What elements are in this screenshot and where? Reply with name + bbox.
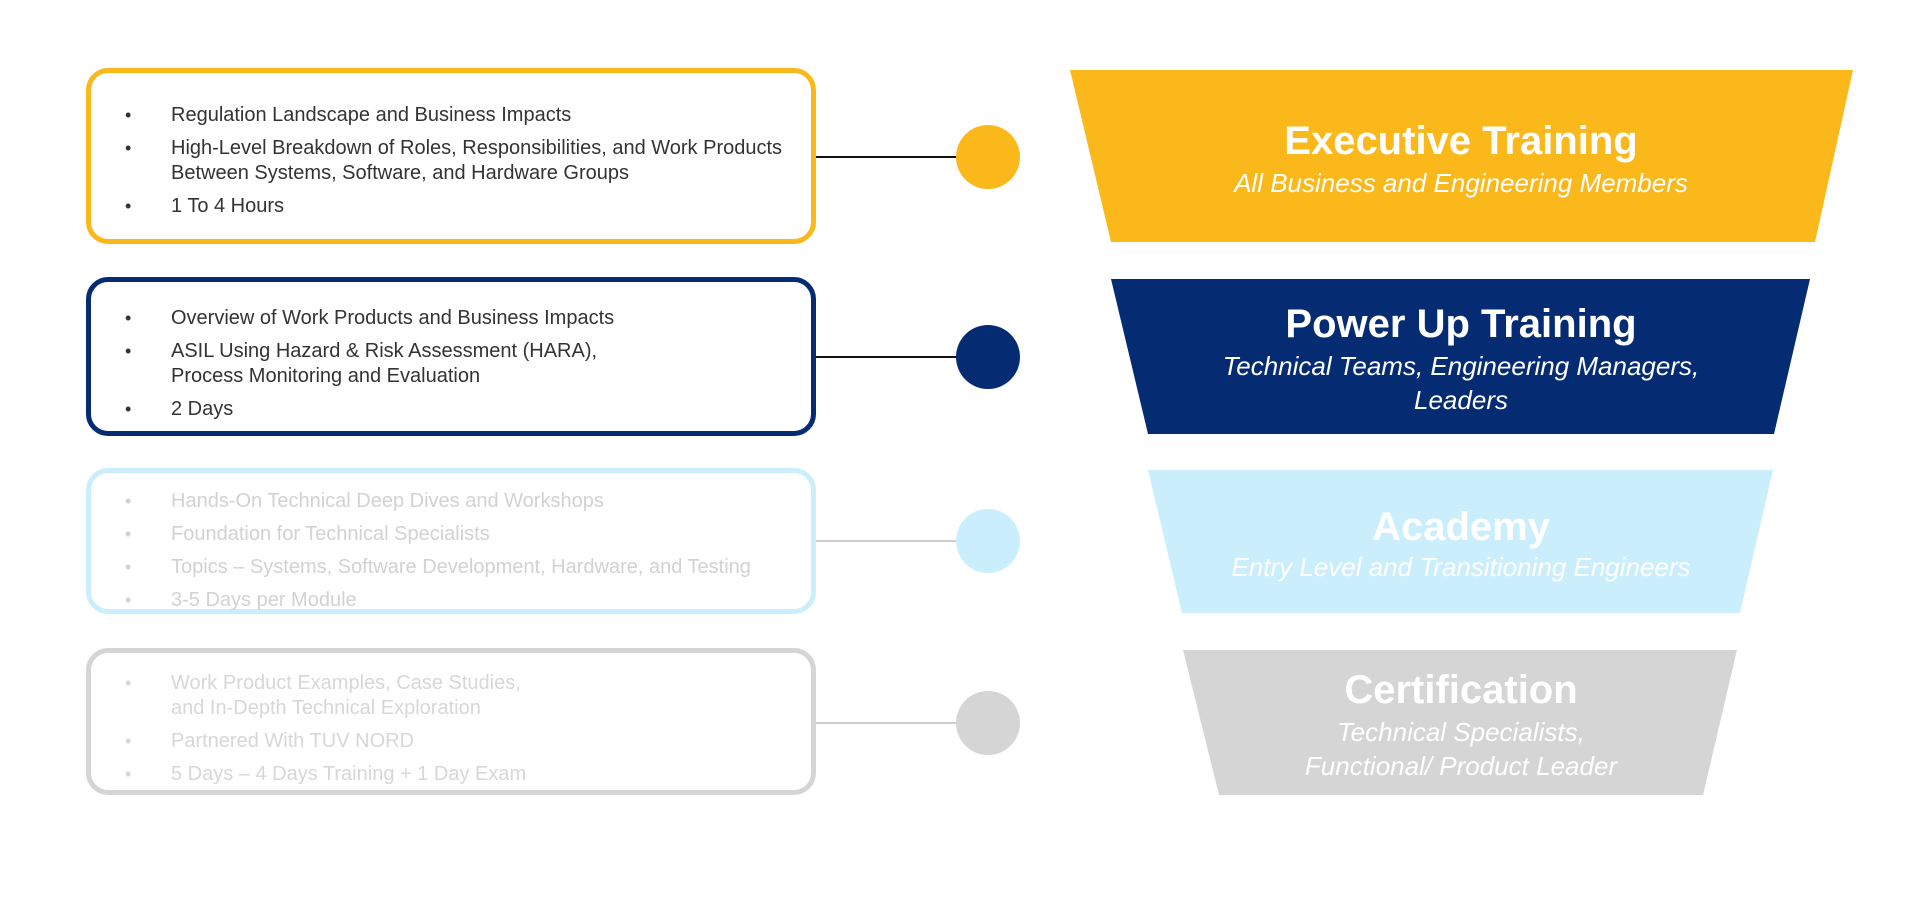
list-item: • 3-5 Days per Module	[91, 588, 791, 613]
bullet-icon: •	[125, 524, 132, 544]
bullet-icon: •	[125, 491, 132, 511]
tier-subtitle-executive: All Business and Engineering Members	[1232, 168, 1688, 198]
list-item-text: 2 Days	[171, 398, 234, 420]
list-item-text: Regulation Landscape and Business Impact…	[171, 104, 572, 126]
bullet-icon: •	[125, 308, 132, 328]
list-item-text: 1 To 4 Hours	[171, 195, 285, 217]
bullet-icon: •	[125, 731, 132, 751]
bullet-icon: •	[125, 341, 132, 361]
list-item: • 2 Days	[91, 397, 791, 422]
tier-title-executive: Executive Training	[1284, 119, 1637, 163]
bullet-list-power-up: • Overview of Work Products and Business …	[91, 306, 791, 430]
list-item-text: 3-5 Days per Module	[171, 589, 357, 611]
description-box-executive: • Regulation Landscape and Business Impac…	[86, 68, 816, 244]
list-item-text: Overview of Work Products and Business I…	[171, 307, 615, 329]
funnel-tier-executive	[1070, 70, 1853, 242]
list-item: • Topics – Systems, Software Development,…	[91, 555, 791, 580]
list-item: • Regulation Landscape and Business Impac…	[91, 103, 791, 128]
tier-title-academy: Academy	[1372, 505, 1551, 549]
list-item-text: 5 Days – 4 Days Training + 1 Day Exam	[171, 763, 527, 785]
list-item: • 1 To 4 Hours	[91, 194, 791, 219]
node-circle-academy	[956, 509, 1020, 573]
list-item-text: ASIL Using Hazard & Risk Assessment (HAR…	[171, 340, 598, 362]
node-circle-executive	[956, 125, 1020, 189]
list-item: • Work Product Examples, Case Studies, and…	[91, 671, 791, 721]
list-item-text: Between Systems, Software, and Hardware …	[171, 162, 629, 184]
description-box-certification: • Work Product Examples, Case Studies, and…	[86, 648, 816, 795]
list-item: • Hands-On Technical Deep Dives and Works…	[91, 489, 791, 514]
bullet-list-academy: • Hands-On Technical Deep Dives and Works…	[91, 489, 791, 621]
description-box-academy: • Hands-On Technical Deep Dives and Works…	[86, 468, 816, 614]
list-item: • 5 Days – 4 Days Training + 1 Day Exam	[91, 762, 791, 787]
funnel-tier-power-up	[1111, 279, 1810, 434]
bullet-list-certification: • Work Product Examples, Case Studies, and…	[91, 671, 791, 795]
bullet-icon: •	[125, 196, 132, 216]
tier-subtitle-academy: Entry Level and Transitioning Engineers	[1231, 552, 1690, 582]
bullet-icon: •	[125, 557, 132, 577]
funnel-tier-certification	[1183, 650, 1737, 795]
tier-title-certification: Certification	[1344, 668, 1577, 712]
list-item: • Partnered With TUV NORD	[91, 729, 791, 754]
bullet-icon: •	[125, 399, 132, 419]
list-item-text: Hands-On Technical Deep Dives and Worksh…	[171, 490, 604, 512]
bullet-list-executive: • Regulation Landscape and Business Impac…	[91, 103, 791, 227]
list-item-text: Work Product Examples, Case Studies,	[171, 672, 521, 694]
tier-subtitle-power-up: Leaders	[1414, 385, 1508, 415]
list-item-text: Partnered With TUV NORD	[171, 730, 415, 752]
list-item: • High-Level Breakdown of Roles, Responsi…	[91, 136, 791, 186]
bullet-icon: •	[125, 105, 132, 125]
list-item: • Foundation for Technical Specialists	[91, 522, 791, 547]
list-item: • ASIL Using Hazard & Risk Assessment (HA…	[91, 339, 791, 389]
description-box-power-up: • Overview of Work Products and Business …	[86, 277, 816, 436]
bullet-icon: •	[125, 590, 132, 610]
tier-title-power-up: Power Up Training	[1285, 302, 1636, 346]
tier-subtitle-power-up: Technical Teams, Engineering Managers,	[1223, 351, 1699, 381]
node-circle-power-up	[956, 325, 1020, 389]
node-circle-certification	[956, 691, 1020, 755]
bullet-icon: •	[125, 138, 132, 158]
tier-subtitle-certification: Technical Specialists,	[1337, 717, 1585, 747]
tier-subtitle-certification: Functional/ Product Leader	[1305, 751, 1619, 781]
list-item-text: High-Level Breakdown of Roles, Responsib…	[171, 137, 783, 159]
list-item-text: Process Monitoring and Evaluation	[171, 365, 481, 387]
list-item-text: Foundation for Technical Specialists	[171, 523, 490, 545]
list-item: • Overview of Work Products and Business …	[91, 306, 791, 331]
funnel-tier-academy	[1148, 470, 1773, 613]
bullet-icon: •	[125, 673, 132, 693]
list-item-text: and In-Depth Technical Exploration	[171, 697, 481, 719]
bullet-icon: •	[125, 764, 132, 784]
list-item-text: Topics – Systems, Software Development, …	[171, 556, 751, 578]
